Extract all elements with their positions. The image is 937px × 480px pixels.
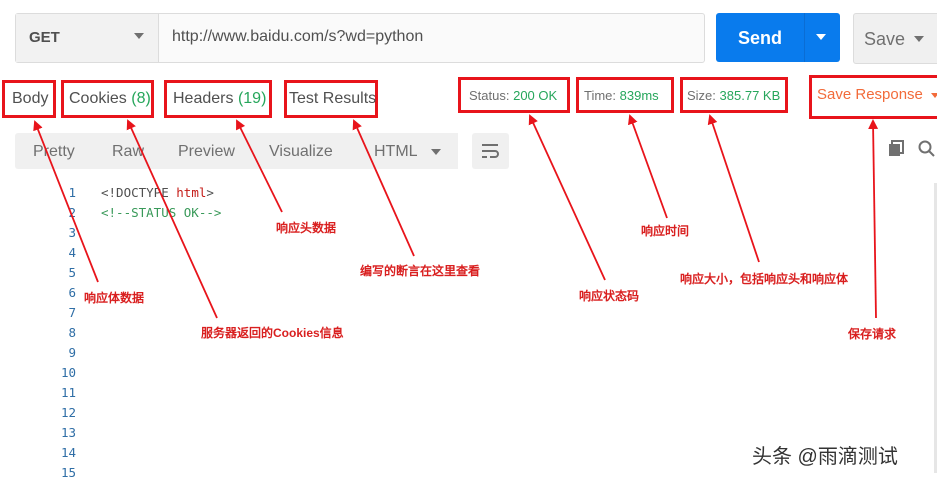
save-response-chevron-icon[interactable]	[931, 93, 937, 98]
cookies-count: (8)	[131, 90, 151, 107]
scrollbar[interactable]	[934, 183, 937, 473]
tab-raw[interactable]: Raw	[112, 143, 145, 160]
line-number: 14	[60, 445, 76, 460]
arrow-save	[868, 119, 879, 319]
line-number: 2	[68, 205, 76, 220]
tests-highlight	[284, 80, 378, 118]
tab-headers-label: Headers	[173, 90, 234, 107]
method-label: GET	[29, 29, 60, 46]
time-value: 839ms	[619, 88, 659, 103]
status-highlight	[458, 77, 570, 113]
search-icon[interactable]	[918, 140, 937, 158]
doctype-prefix: <!DOCTYPE	[101, 185, 177, 200]
line-number: 6	[68, 285, 76, 300]
headers-highlight	[164, 80, 272, 118]
line-number: 7	[68, 305, 76, 320]
cookies-highlight	[61, 80, 154, 118]
send-button[interactable]: Send	[716, 13, 840, 62]
status-readout: Status: 200 OK	[469, 88, 557, 103]
chevron-down-icon	[431, 149, 441, 155]
status-label: Status:	[469, 88, 510, 103]
line-number: 9	[68, 345, 76, 360]
size-highlight	[680, 77, 788, 113]
chevron-down-icon[interactable]	[914, 36, 924, 42]
arrow-tests	[352, 119, 415, 257]
annotation-save: 保存请求	[848, 327, 897, 341]
annotation-time: 响应时间	[641, 224, 690, 238]
wrap-lines-button[interactable]	[472, 133, 509, 169]
time-label: Time:	[584, 88, 617, 103]
size-label: Size:	[687, 88, 716, 103]
size-value: 385.77 KB	[719, 88, 781, 103]
line-number: 8	[68, 325, 76, 340]
request-bar: GET http://www.baidu.com/s?wd=python	[15, 13, 705, 63]
arrow-size	[707, 114, 760, 263]
copy-icon[interactable]	[887, 140, 905, 158]
arrow-body	[33, 120, 99, 283]
annotation-cookies: 服务器返回的Cookies信息	[201, 326, 344, 340]
code-line-1: <!DOCTYPE html>	[101, 185, 214, 200]
tab-body[interactable]: Body	[12, 90, 49, 107]
line-number: 1	[68, 185, 76, 200]
send-divider	[804, 13, 805, 62]
tab-visualize[interactable]: Visualize	[269, 143, 333, 160]
tab-cookies-label: Cookies	[69, 90, 127, 107]
wrap-lines-icon	[482, 144, 499, 158]
format-select-value: HTML	[374, 143, 418, 160]
annotation-size: 响应大小，包括响应头和响应体	[680, 272, 849, 286]
url-input[interactable]: http://www.baidu.com/s?wd=python	[172, 28, 424, 45]
line-number: 15	[60, 465, 76, 480]
line-number: 4	[68, 245, 76, 260]
line-number: 11	[60, 385, 76, 400]
view-toolbar: Pretty Raw Preview Visualize HTML	[15, 133, 458, 169]
annotation-headers: 响应头数据	[276, 221, 337, 235]
line-number: 12	[60, 405, 76, 420]
body-highlight	[2, 80, 56, 118]
doctype-keyword: html	[176, 185, 207, 200]
status-value: 200 OK	[513, 88, 558, 103]
save-response-highlight	[809, 75, 937, 119]
save-response-button[interactable]: Save Response	[817, 86, 923, 103]
method-select[interactable]: GET	[16, 14, 159, 62]
annotation-tests: 编写的断言在这里查看	[360, 264, 481, 278]
annotation-body: 响应体数据	[84, 291, 145, 305]
time-readout: Time: 839ms	[584, 88, 659, 103]
send-options-chevron-icon[interactable]	[816, 34, 826, 40]
chevron-down-icon	[134, 33, 144, 39]
size-readout: Size: 385.77 KB	[687, 88, 780, 103]
time-highlight	[576, 77, 674, 113]
line-number: 13	[60, 425, 76, 440]
annotation-status: 响应状态码	[579, 289, 640, 303]
line-number: 3	[68, 225, 76, 240]
doctype-suffix: >	[206, 185, 214, 200]
save-label: Save	[864, 29, 906, 49]
arrow-time	[628, 114, 668, 219]
tab-pretty[interactable]: Pretty	[33, 143, 75, 160]
headers-count: (19)	[237, 90, 267, 107]
arrow-cookies	[126, 119, 218, 319]
tab-preview[interactable]: Preview	[178, 143, 235, 160]
arrow-headers	[236, 119, 283, 213]
tab-headers[interactable]: Headers (19)	[173, 90, 266, 108]
code-line-2: <!--STATUS OK-->	[101, 205, 222, 220]
save-button[interactable]: Save	[853, 13, 937, 64]
tab-cookies[interactable]: Cookies (8)	[69, 90, 151, 108]
send-label: Send	[738, 28, 783, 48]
arrow-status	[528, 114, 606, 281]
watermark: 头条 @雨滴测试	[752, 446, 898, 468]
tab-test-results[interactable]: Test Results	[289, 90, 377, 107]
line-number: 10	[60, 365, 76, 380]
line-number: 5	[68, 265, 76, 280]
